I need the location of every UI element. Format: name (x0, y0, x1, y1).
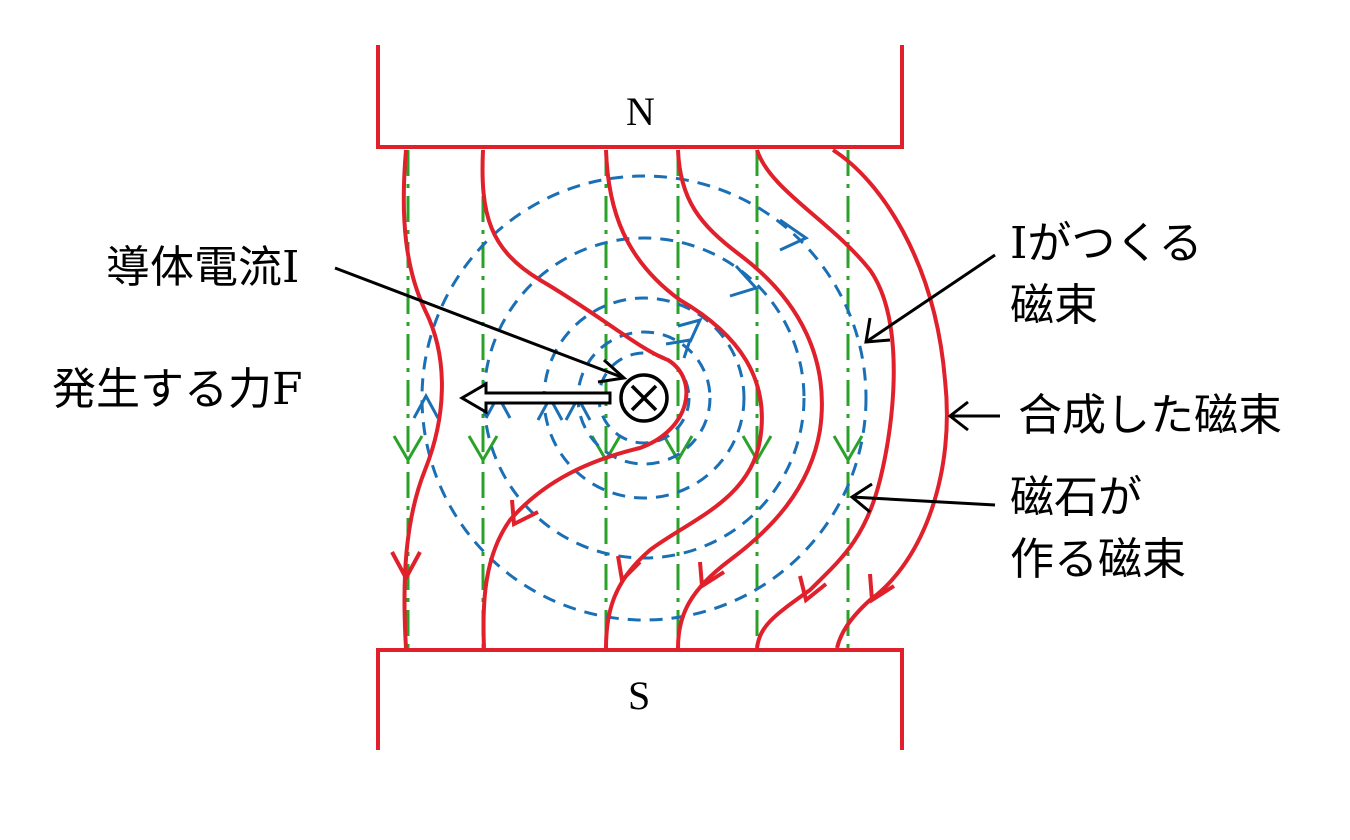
current-flux-arrowhead (729, 264, 759, 298)
current-flux-label-line1: Iがつくる (1010, 218, 1203, 269)
combined-flux-arrowhead (868, 573, 896, 604)
current-flux-circle (420, 174, 868, 622)
combined-flux-lines (401, 148, 949, 649)
magnet-flux-pointer (851, 495, 996, 507)
current-flux-label-line2: 磁束 (1010, 280, 1098, 331)
combined-flux-line (480, 149, 689, 649)
combined-flux-pointer-head (947, 400, 969, 432)
north-magnet-pole (376, 45, 904, 149)
combined-flux-line (755, 149, 896, 649)
magnet-flux-arrowhead (467, 435, 499, 463)
south-magnet-pole (376, 648, 904, 750)
current-flux-arrowhead (677, 317, 703, 343)
combined-flux-line (676, 149, 824, 649)
magnet-flux-label-line1: 磁石が (1010, 472, 1142, 523)
magnet-flux-arrowhead (832, 435, 864, 463)
current-flux-arrowhead (412, 392, 440, 419)
combined-flux-line (831, 148, 949, 649)
magnet-flux-label-line2: 作る磁束 (1010, 534, 1186, 585)
combined-flux-arrowhead (698, 561, 726, 590)
magnet-flux-arrowhead (662, 435, 694, 463)
conductor-current-pointer (334, 266, 625, 380)
combined-flux-arrowhead (510, 499, 539, 528)
current-flux-pointer (865, 253, 996, 344)
hollow-left-arrow-icon (459, 381, 612, 415)
circled-x-icon (619, 373, 669, 423)
magnet-flux-arrowhead (741, 435, 773, 463)
combined-flux-label: 合成した磁束 (1018, 390, 1282, 441)
south-pole-label: S (628, 673, 651, 718)
combined-flux-arrowheads (390, 499, 896, 604)
current-flux-pointer-head (864, 317, 891, 344)
conductor-current-label: 導体電流I (106, 242, 300, 293)
magnet-flux-pointer-head (849, 482, 873, 514)
current-flux-arrowhead (779, 218, 810, 252)
combined-flux-arrowhead (616, 555, 642, 585)
conductor-current-pointer-head (597, 358, 628, 384)
magnet-flux-arrowheads (392, 435, 864, 463)
combined-flux-arrowhead (798, 575, 828, 604)
north-pole-label: N (626, 89, 655, 134)
generated-force-label: 発生する力F (52, 364, 303, 415)
annotation-arrows (334, 253, 1000, 514)
magnet-flux-arrowhead (392, 435, 424, 463)
combined-flux-line (401, 149, 444, 649)
current-flux-arrowhead (665, 338, 693, 359)
combined-flux-arrowhead (390, 551, 422, 583)
